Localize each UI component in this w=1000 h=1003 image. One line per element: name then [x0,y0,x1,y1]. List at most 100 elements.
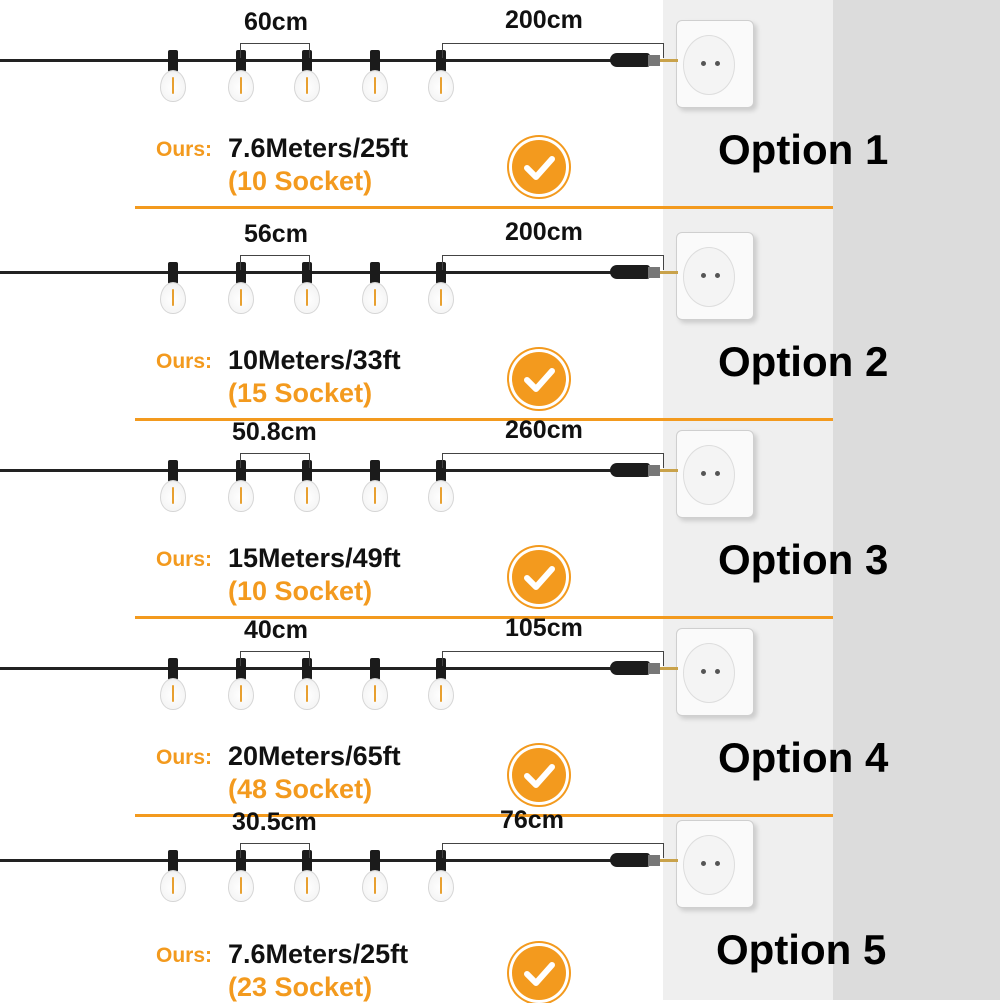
bulb [160,460,186,512]
bulb-socket [236,262,246,284]
bulb-socket [168,50,178,72]
ours-label: Ours: [156,138,213,161]
bulb-glass [160,480,186,512]
filament [440,877,442,894]
option-title: Option 2 [718,338,889,385]
length-label: 15Meters/49ft [228,543,401,573]
bulb-socket [370,460,380,482]
filament [306,487,308,504]
check-badge [512,140,566,194]
bulb-socket [370,50,380,72]
bulb-glass [362,678,388,710]
ours-label: Ours: [156,548,213,571]
lead-length-label: 260cm [505,416,583,444]
length-label: 10Meters/33ft [228,345,401,375]
lead-length-label: 76cm [500,806,564,834]
filament [240,685,242,702]
bulb [228,850,254,902]
filament [374,877,376,894]
option-title: Option 3 [718,536,889,583]
bulb [362,50,388,102]
filament [240,487,242,504]
bulb-glass [362,282,388,314]
filament [172,685,174,702]
socket-count-label: (48 Socket) [228,774,373,804]
bulb-glass [362,480,388,512]
bulb [160,658,186,710]
bulb-socket [436,658,446,680]
socket-count-label: (15 Socket) [228,378,373,408]
check-badge [512,946,566,1000]
filament [440,77,442,94]
bulb-glass [228,480,254,512]
bulb [160,850,186,902]
bulb [228,460,254,512]
bulb-glass [160,282,186,314]
bulb [428,658,454,710]
check-icon [524,368,555,392]
bulb-glass [362,70,388,102]
bulb-spacing-label: 60cm [244,8,308,36]
plug [610,852,678,868]
bulb-socket [370,658,380,680]
bulb [294,460,320,512]
bulb-socket [168,262,178,284]
bulb-glass [428,282,454,314]
bulb-glass [294,282,320,314]
filament [374,487,376,504]
spacing-bracket [240,651,310,666]
socket-count-label: (10 Socket) [228,166,373,196]
bulb-socket [168,850,178,872]
filament [374,289,376,306]
filament [440,685,442,702]
bulb-socket [302,262,312,284]
outlet-hole [715,273,720,278]
filament [306,685,308,702]
bulb-socket [302,460,312,482]
bulb-glass [294,70,320,102]
bulb-socket [302,50,312,72]
outlet-hole [701,471,706,476]
divider [135,814,833,817]
bulb [428,50,454,102]
spacing-bracket [240,843,310,858]
bulb-glass [294,870,320,902]
bulb [428,262,454,314]
filament [172,289,174,306]
length-label: 7.6Meters/25ft [228,939,409,969]
check-icon [524,764,555,788]
filament [172,77,174,94]
outlet-hole [701,861,706,866]
bulb [160,50,186,102]
bulb-glass [428,870,454,902]
option-title: Option 4 [718,734,889,781]
bulb [294,262,320,314]
outlet-hole [715,669,720,674]
outlet-hole [701,61,706,66]
bulb-glass [294,678,320,710]
divider [135,616,833,619]
bulb-glass [160,678,186,710]
bulb-glass [228,70,254,102]
bulb [294,850,320,902]
outlet-face [683,247,735,307]
bulb-glass [428,678,454,710]
filament [240,877,242,894]
bulb-glass [228,870,254,902]
bulb [362,850,388,902]
bulb-spacing-label: 40cm [244,616,308,644]
wall-shadow [833,0,1000,1000]
filament [440,487,442,504]
lead-length-label: 200cm [505,218,583,246]
bulb-socket [236,658,246,680]
filament [306,877,308,894]
check-badge [512,748,566,802]
bulb-socket [168,460,178,482]
bulb [294,50,320,102]
filament [306,289,308,306]
bulb-socket [436,460,446,482]
lead-bracket [442,651,664,666]
